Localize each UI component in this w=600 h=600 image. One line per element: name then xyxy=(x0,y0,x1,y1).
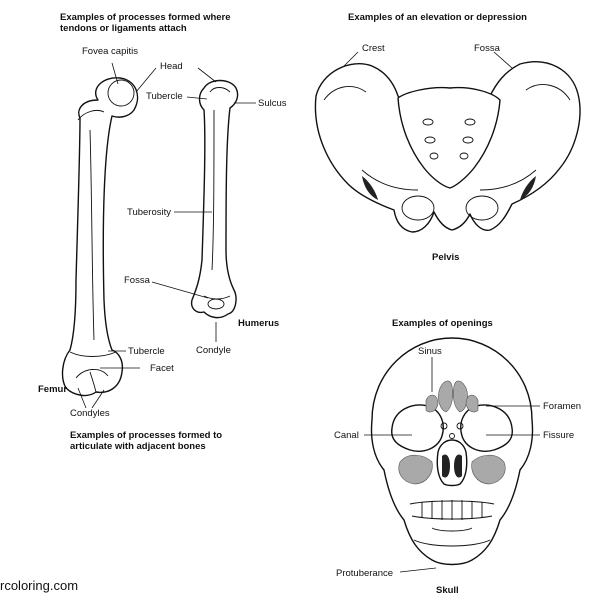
label-femur: Femur xyxy=(38,384,68,395)
leader-lines xyxy=(77,51,540,573)
label-sinus: Sinus xyxy=(418,346,442,357)
label-tubercle-top: Tubercle xyxy=(146,91,183,102)
label-facet: Facet xyxy=(150,363,174,374)
label-fossa-pelvis: Fossa xyxy=(474,43,500,54)
label-foramen: Foramen xyxy=(543,401,582,412)
label-fissure: Fissure xyxy=(543,430,575,441)
humerus-drawing xyxy=(190,79,239,319)
label-pelvis: Pelvis xyxy=(432,252,460,263)
label-head: Head xyxy=(160,61,183,72)
label-fossa-humerus: Fossa xyxy=(124,275,150,286)
pelvis-drawing xyxy=(314,61,581,233)
heading-elevation: Examples of an elevation or depression xyxy=(348,12,527,23)
label-tubercle-femur: Tubercle xyxy=(128,346,165,357)
label-tuberosity: Tuberosity xyxy=(127,207,171,218)
label-humerus: Humerus xyxy=(238,318,280,329)
label-protuberance: Protuberance xyxy=(336,568,394,579)
heading-openings: Examples of openings xyxy=(392,318,493,329)
label-fovea-capitis: Fovea capitis xyxy=(82,46,138,57)
skull-drawing xyxy=(370,337,534,566)
heading-articulate: Examples of processes formed to articula… xyxy=(70,430,223,452)
label-sulcus: Sulcus xyxy=(258,98,287,109)
label-crest: Crest xyxy=(362,43,385,54)
heading-tendons: Examples of processes formed where tendo… xyxy=(60,12,231,34)
label-condyle: Condyle xyxy=(196,345,231,356)
label-condyles: Condyles xyxy=(70,408,110,419)
footer-watermark: rcoloring.com xyxy=(0,578,79,593)
label-skull: Skull xyxy=(436,585,459,596)
label-canal: Canal xyxy=(334,430,359,441)
femur-drawing xyxy=(61,77,139,397)
